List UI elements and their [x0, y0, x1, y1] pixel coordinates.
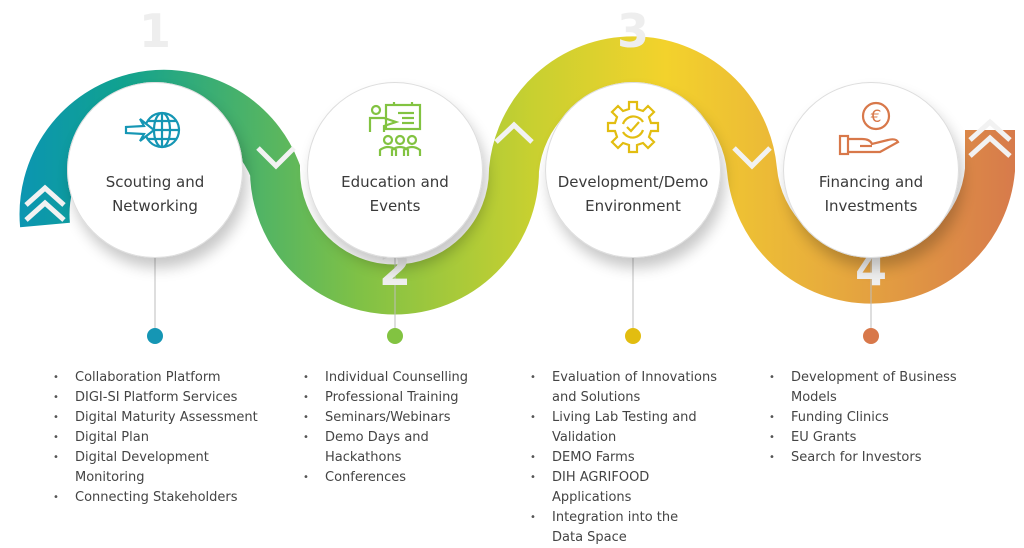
stage-circle-scouting: Scouting and Networking — [67, 82, 243, 258]
euro-hand-icon: € — [838, 101, 900, 156]
chevron-down-icon — [732, 146, 772, 170]
chevron-up-icon — [968, 134, 1012, 158]
chevron-up-icon — [24, 184, 66, 207]
list-item: Search for Investors — [769, 448, 969, 468]
list-item: DEMO Farms — [530, 448, 730, 468]
stage-circle-education: Education and Events — [307, 82, 483, 258]
stage-circle-development: Development/Demo Environment — [545, 82, 721, 258]
chevron-up-icon — [968, 118, 1012, 142]
step-number: 3 — [616, 4, 649, 58]
list-item: DIH AGRIFOOD Applications — [530, 468, 730, 508]
chevron-up-icon — [24, 199, 66, 222]
service-list-education: Individual Counselling Professional Trai… — [303, 368, 503, 488]
presentation-icon — [368, 102, 422, 156]
service-list-scouting: Collaboration Platform DIGI-SI Platform … — [53, 368, 263, 508]
service-list-financing: Development of Business Models Funding C… — [769, 368, 969, 468]
list-item: Individual Counselling — [303, 368, 503, 388]
list-item: Funding Clinics — [769, 408, 969, 428]
stage-dot — [625, 328, 641, 344]
list-item: Living Lab Testing and Validation — [530, 408, 712, 448]
stage-title: Education and Events — [341, 173, 449, 215]
step-number: 1 — [138, 4, 171, 58]
stage-dot — [387, 328, 403, 344]
stage-title: Financing and Investments — [818, 173, 924, 215]
stage-circle-financing: € Financing and Investments — [783, 82, 959, 258]
list-item: Seminars/Webinars — [303, 408, 503, 428]
stage-dot — [147, 328, 163, 344]
stage-dot — [863, 328, 879, 344]
chevron-up-icon — [494, 121, 534, 144]
stage-title: Scouting and Networking — [105, 173, 205, 215]
chevron-down-icon — [256, 146, 296, 170]
list-item: Digital Plan — [53, 428, 263, 448]
svg-text:€: € — [871, 107, 882, 127]
list-item: Demo Days and Hackathons — [303, 428, 445, 468]
stage-title: Development/Demo Environment — [557, 173, 709, 215]
globe-arrow-icon — [124, 111, 181, 149]
list-item: Conferences — [303, 468, 503, 488]
list-item: DIGI-SI Platform Services — [53, 388, 263, 408]
list-item: Integration into the Data Space — [530, 508, 712, 548]
list-item: Connecting Stakeholders — [53, 488, 263, 508]
list-item: Digital Development Monitoring — [53, 448, 225, 488]
list-item: EU Grants — [769, 428, 969, 448]
list-item: Collaboration Platform — [53, 368, 263, 388]
list-item: Digital Maturity Assessment — [53, 408, 263, 428]
gear-check-icon — [606, 100, 660, 154]
list-item: Professional Training — [303, 388, 503, 408]
list-item: Development of Business Models — [769, 368, 966, 408]
list-item: Evaluation of Innovations and Solutions — [530, 368, 722, 408]
service-list-development: Evaluation of Innovations and Solutions … — [530, 368, 730, 548]
